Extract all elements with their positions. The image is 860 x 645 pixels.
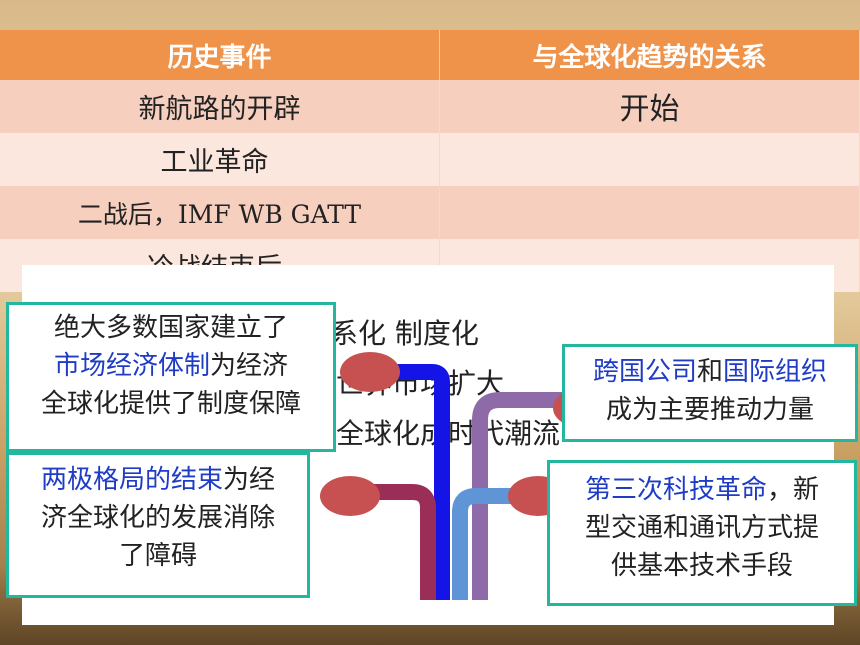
node-dot xyxy=(320,476,380,516)
callout-tech-revolution: 第三次科技革命，新 型交通和通讯方式提 供基本技术手段 xyxy=(547,460,857,606)
callout-bipolar-end: 两极格局的结束为经 济全球化的发展消除 了障碍 xyxy=(6,452,310,598)
event-cell: 二战后，IMF WB GATT xyxy=(77,199,362,229)
event-cell: 新航路的开辟 xyxy=(138,94,301,125)
branch-line-purple xyxy=(472,392,578,600)
event-cell: 工业革命 xyxy=(160,147,269,178)
events-table: 历史事件 与全球化趋势的关系 新航路的开辟 开始 工业革命 二战后，IMF WB… xyxy=(0,30,860,292)
table-row: 二战后，IMF WB GATT xyxy=(0,186,860,239)
relation-cell xyxy=(439,133,860,186)
relation-cell: 开始 xyxy=(439,80,860,133)
branch-line-lightblue xyxy=(452,488,530,600)
center-text-1: 系化 制度化 xyxy=(330,317,479,350)
callout-market-economy: 绝大多数国家建立了 市场经济体制为经济 全球化提供了制度保障 xyxy=(6,302,336,452)
header-relation: 与全球化趋势的关系 xyxy=(439,30,860,80)
node-dot xyxy=(340,352,400,392)
relation-cell xyxy=(439,186,860,239)
branch-line-blue xyxy=(370,364,450,600)
header-events: 历史事件 xyxy=(0,30,440,80)
table-row: 工业革命 xyxy=(0,133,860,186)
branch-line-maroon xyxy=(345,484,436,600)
callout-transnational: 跨国公司和国际组织 成为主要推动力量 xyxy=(562,344,858,442)
table-row: 新航路的开辟 开始 xyxy=(0,80,860,133)
